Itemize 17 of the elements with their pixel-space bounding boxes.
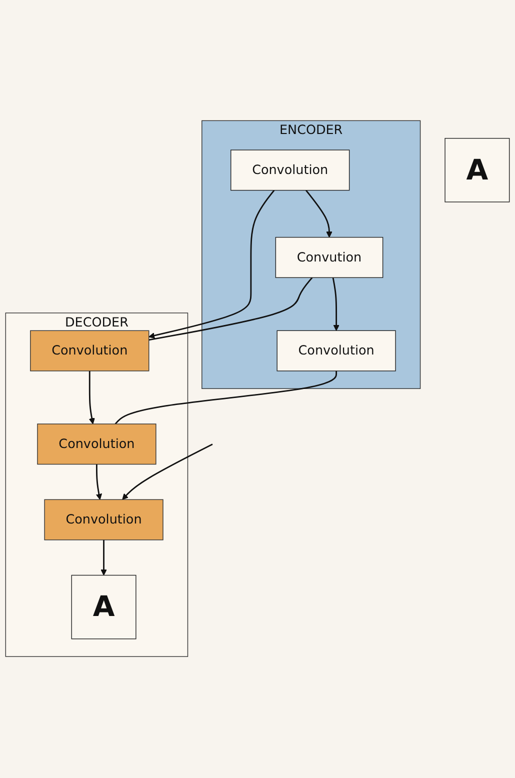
connector: [114, 371, 338, 425]
node-box: A: [71, 575, 136, 640]
node-box: Convolution: [230, 150, 350, 192]
node-box: Convution: [275, 237, 384, 278]
node-box: Convolution: [37, 424, 156, 465]
arrow: [88, 371, 95, 425]
node-box: Convolution: [30, 330, 150, 372]
arrow: [332, 278, 340, 332]
connector: [148, 278, 313, 342]
arrow: [100, 540, 107, 576]
node-box: A: [444, 138, 510, 203]
node-box: Convolution: [276, 330, 396, 372]
arrow: [148, 190, 275, 340]
arrow: [96, 464, 102, 500]
arrow: [122, 444, 213, 500]
node-box: Convolution: [44, 500, 164, 541]
arrow: [305, 190, 332, 238]
